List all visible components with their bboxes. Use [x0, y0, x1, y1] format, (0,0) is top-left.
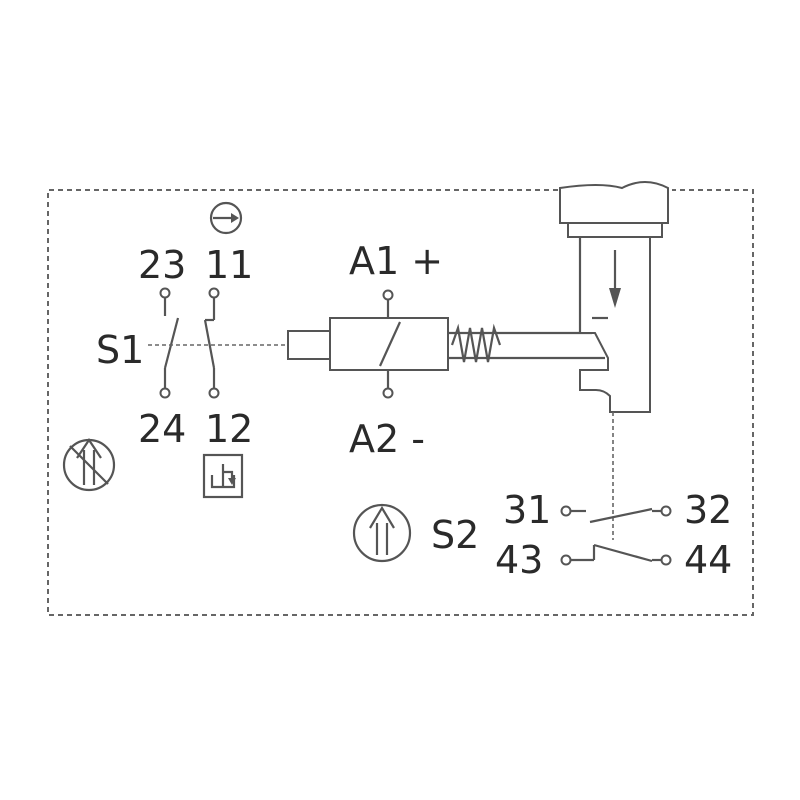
- s1-contact-23-24: [159, 287, 180, 399]
- clock-arrow-icon: [209, 201, 243, 235]
- actuator-head: [559, 181, 669, 413]
- terminal-24-dot: [159, 387, 171, 399]
- terminal-43-dot: [560, 554, 572, 566]
- s1-name-label: S1: [96, 328, 144, 372]
- terminal-a2-dot: [382, 387, 394, 399]
- s2-terminal-44-label: 44: [684, 538, 732, 582]
- s2-terminal-31-label: 31: [503, 488, 551, 532]
- latch-lock-icon: [202, 453, 244, 499]
- crossed-double-arrow-icon: [62, 438, 116, 492]
- terminal-11-dot: [208, 287, 220, 299]
- enclosure-frame: [47, 189, 754, 616]
- terminal-31-dot: [560, 505, 572, 517]
- terminal-44-dot: [660, 554, 672, 566]
- spring: [450, 323, 502, 363]
- s1-contact-11-12: [203, 287, 220, 399]
- s1-terminal-23-label: 23: [138, 243, 186, 287]
- s2-name-label: S2: [431, 513, 479, 557]
- s1-terminal-11-label: 11: [205, 243, 253, 287]
- terminal-a1-dot: [382, 289, 394, 301]
- solenoid-coil: A1 + A2 -: [287, 239, 605, 461]
- coil-a1-label: A1 +: [349, 239, 443, 283]
- coil-a2-label: A2 -: [349, 417, 425, 461]
- plunger: [287, 330, 331, 360]
- terminal-12-dot: [208, 387, 220, 399]
- s1-terminal-12-label: 12: [205, 407, 253, 451]
- double-arrow-up-icon: [352, 503, 412, 563]
- s2-terminal-43-label: 43: [495, 538, 543, 582]
- s2-switch: S2 31 43 32 44: [352, 488, 732, 582]
- arrow-down-icon: [609, 250, 621, 308]
- s1-switch: 23 11 S1 24 12: [96, 243, 288, 451]
- s2-terminal-32-label: 32: [684, 488, 732, 532]
- s1-terminal-24-label: 24: [138, 407, 186, 451]
- terminal-23-dot: [159, 287, 171, 299]
- terminal-32-dot: [660, 505, 672, 517]
